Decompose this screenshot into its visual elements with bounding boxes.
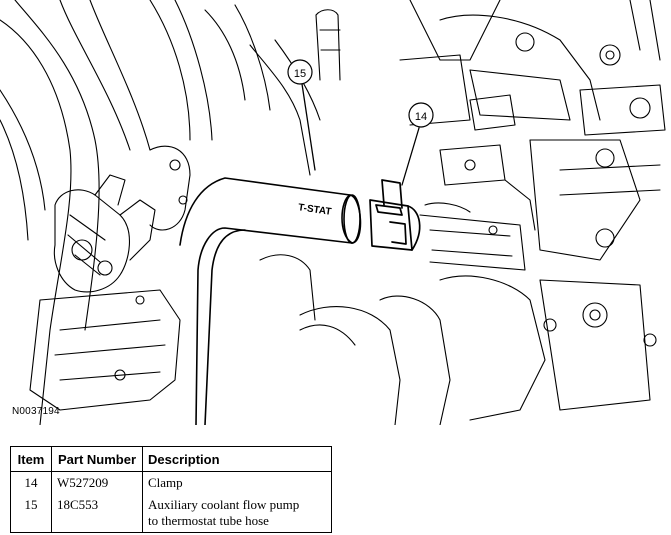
parts-table-header: Item Part Number Description [10, 446, 332, 472]
item-number: 15 [10, 494, 52, 533]
header-item: Item [10, 446, 52, 472]
table-row: 14 W527209 Clamp [10, 471, 332, 494]
header-part-number: Part Number [51, 446, 143, 472]
callout-15-number: 15 [294, 68, 306, 80]
description-line: to thermostat tube hose [148, 513, 269, 528]
callout-14-number: 14 [415, 111, 427, 123]
description-line: Auxiliary coolant flow pump [148, 497, 300, 512]
description: Clamp [142, 471, 332, 494]
header-description: Description [142, 446, 332, 472]
callout-14: 14 [401, 102, 434, 186]
part-number: W527209 [51, 471, 143, 494]
parts-table: Item Part Number Description 14 W527209 … [10, 446, 332, 533]
figure-id: N0037194 [12, 406, 60, 417]
engine-bay-illustration: T-STAT [0, 0, 666, 425]
thermostat-tube-hose: T-STAT [179, 177, 362, 425]
description: Auxiliary coolant flow pump to thermosta… [142, 494, 332, 533]
item-number: 14 [10, 471, 52, 494]
table-row: 15 18C553 Auxiliary coolant flow pump to… [10, 494, 332, 533]
hose-marking: T-STAT [297, 202, 332, 218]
callout-15: 15 [287, 59, 316, 171]
background-engine-parts [0, 0, 341, 425]
right-engine-parts [259, 0, 666, 425]
part-number: 18C553 [51, 494, 143, 533]
hose-clamp [369, 179, 421, 251]
